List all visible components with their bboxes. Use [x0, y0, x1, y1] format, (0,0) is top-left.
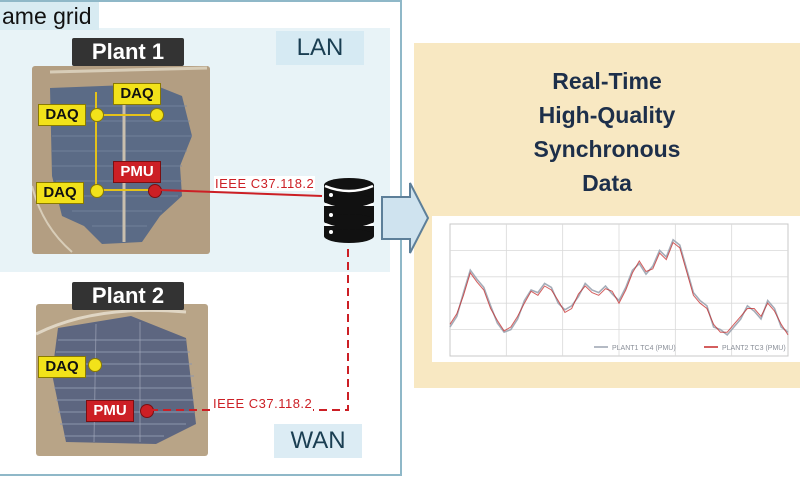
wan-label: WAN [274, 424, 362, 458]
pmu-tag: PMU [113, 161, 161, 183]
right-arrow-icon [380, 181, 430, 255]
output-line-3: Synchronous [533, 136, 681, 162]
database-icon [323, 177, 375, 243]
plant-2-protocol-label: IEEE C37.118.2 [212, 396, 314, 411]
series-line-1 [449, 238, 789, 337]
plant-2-daq-node [88, 358, 102, 372]
plant-2-title: Plant 2 [72, 282, 184, 310]
line-chart-canvas: PLANT1 TC4 (PMU) PLANT2 TC3 (PMU) [449, 223, 789, 357]
output-line-4: Data [582, 170, 632, 196]
plant-1-protocol-label: IEEE C37.118.2 [214, 176, 316, 191]
lan-label: LAN [276, 31, 364, 65]
daq-tag: DAQ [38, 104, 86, 126]
output-line-1: Real-Time [552, 68, 662, 94]
line-chart: PLANT1 TC4 (PMU) PLANT2 TC3 (PMU) [432, 216, 800, 362]
plant-1-daq-node [150, 108, 164, 122]
daq-tag: DAQ [36, 182, 84, 204]
daq-tag: DAQ [38, 356, 86, 378]
plant-1-daq-node [90, 108, 104, 122]
daq-tag: DAQ [113, 83, 161, 105]
plant-1-daq-node [90, 184, 104, 198]
legend-label-series-1: PLANT1 TC4 (PMU) [612, 345, 676, 352]
output-line-2: High-Quality [538, 102, 676, 128]
grid-label: ame grid [0, 2, 100, 30]
legend-label-series-2: PLANT2 TC3 (PMU) [722, 345, 786, 352]
series-line-2 [449, 241, 789, 336]
pmu-tag: PMU [86, 400, 134, 422]
plant-1-title: Plant 1 [72, 38, 184, 66]
